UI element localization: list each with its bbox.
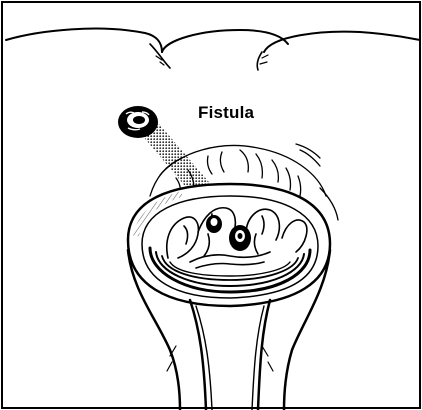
fistula-internal-opening <box>229 225 251 251</box>
fistula-external-opening <box>118 106 158 138</box>
buttock-outline <box>6 29 420 70</box>
crypt-opening <box>206 215 222 233</box>
fistula-label: Fistula <box>198 104 254 121</box>
